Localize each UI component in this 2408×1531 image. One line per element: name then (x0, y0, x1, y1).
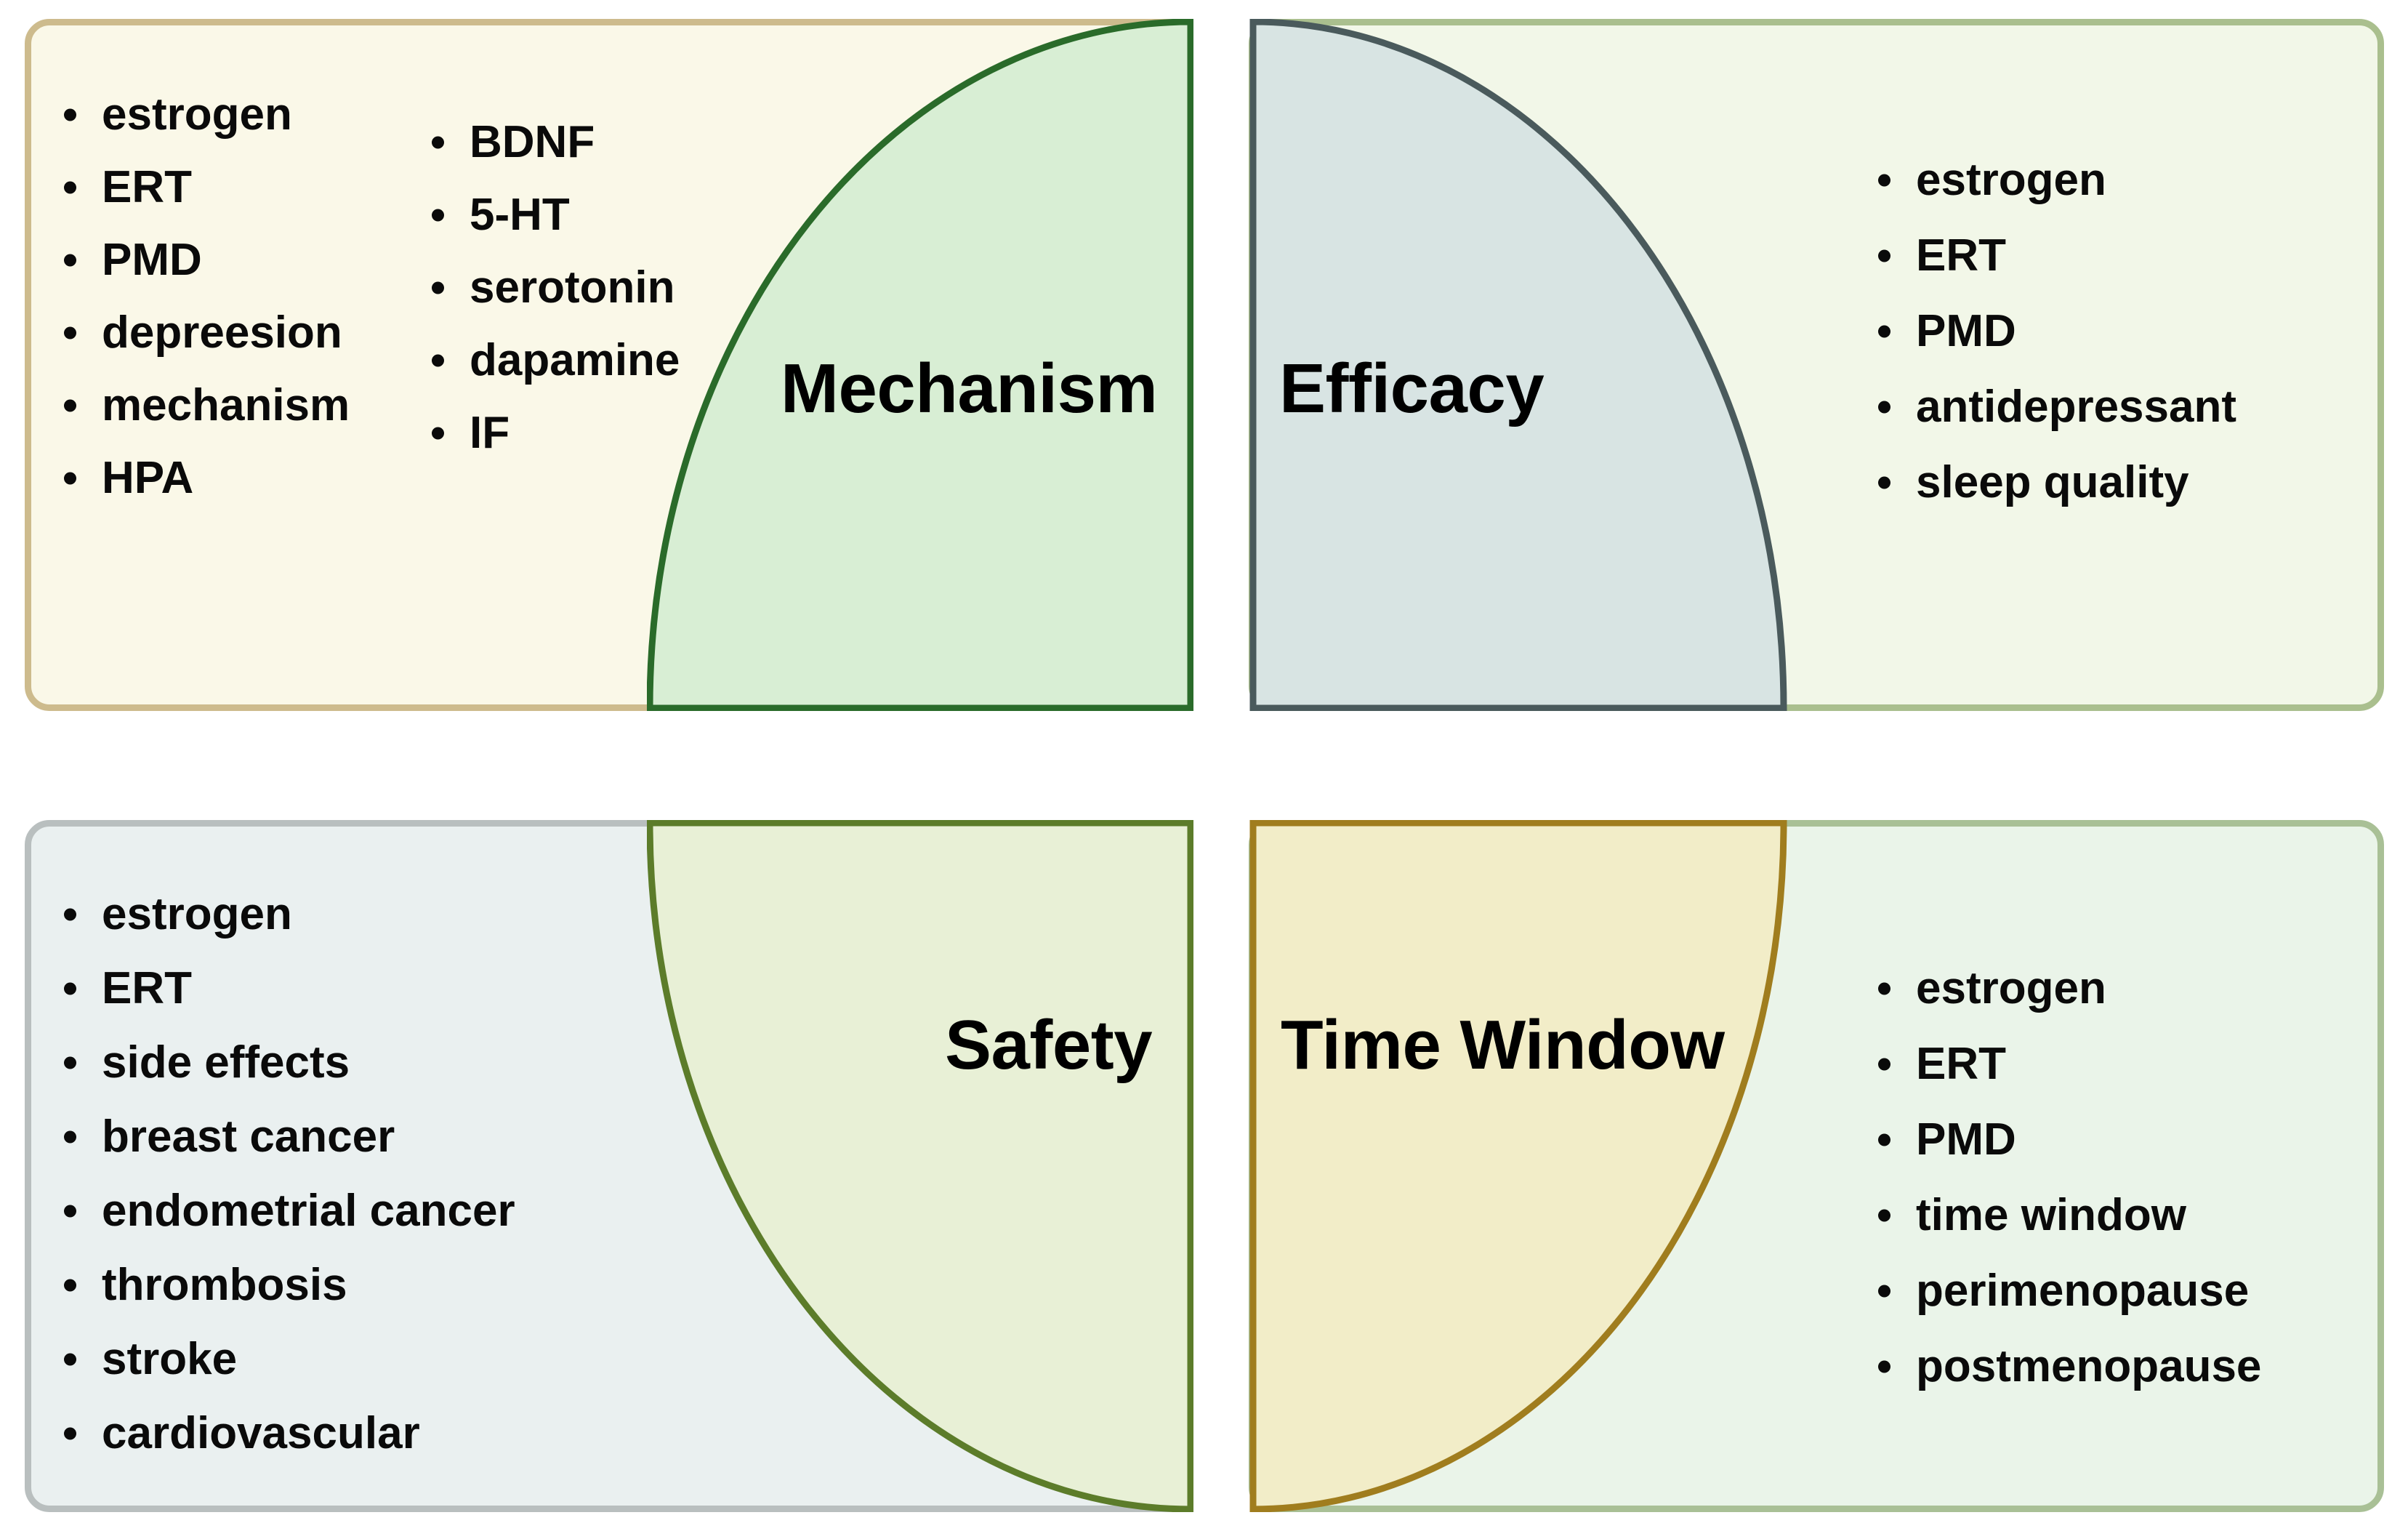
list-item: sleep quality (1868, 445, 2236, 521)
list-item: thrombosis (54, 1248, 515, 1322)
list-item: estrogen (54, 877, 515, 952)
mechanism-keyword-list-column-1: estrogen ERT PMD depreesion mechanism HP… (54, 79, 350, 515)
list-item: dapamine (422, 324, 680, 397)
list-item: ERT (1868, 218, 2236, 294)
list-item: ERT (54, 952, 515, 1026)
list-item: ERT (54, 151, 350, 224)
list-item: stroke (54, 1322, 515, 1397)
panel-title-time-window: Time Window (1281, 1006, 1725, 1084)
list-item: side effects (54, 1026, 515, 1100)
list-item: serotonin (422, 252, 680, 324)
panel-title-safety: Safety (945, 1006, 1153, 1084)
list-item: 5-HT (422, 179, 680, 252)
list-item: breast cancer (54, 1100, 515, 1174)
panel-title-mechanism: Mechanism (781, 350, 1158, 427)
list-item: estrogen (1868, 142, 2236, 218)
list-item: time window (1868, 1178, 2261, 1253)
list-item: IF (422, 397, 680, 470)
list-item: endometrial cancer (54, 1174, 515, 1248)
list-item: PMD (1868, 1102, 2261, 1178)
safety-keyword-list: estrogen ERT side effects breast cancer … (54, 877, 515, 1471)
list-item: perimenopause (1868, 1253, 2261, 1329)
panel-title-efficacy: Efficacy (1279, 350, 1545, 427)
list-item: ERT (1868, 1026, 2261, 1102)
list-item: PMD (1868, 294, 2236, 369)
time-window-keyword-list: estrogen ERT PMD time window perimenopau… (1868, 951, 2261, 1405)
mechanism-keyword-list-column-2: BDNF 5-HT serotonin dapamine IF (422, 106, 680, 470)
list-item: antidepressant (1868, 369, 2236, 445)
list-item: BDNF (422, 106, 680, 179)
list-item: depreesion (54, 297, 350, 369)
list-item: estrogen (54, 79, 350, 151)
list-item: cardiovascular (54, 1397, 515, 1471)
list-item: mechanism (54, 369, 350, 442)
list-item: postmenopause (1868, 1329, 2261, 1405)
list-item: HPA (54, 442, 350, 515)
list-item: PMD (54, 224, 350, 297)
efficacy-keyword-list: estrogen ERT PMD antidepressant sleep qu… (1868, 142, 2236, 521)
list-item: estrogen (1868, 951, 2261, 1026)
